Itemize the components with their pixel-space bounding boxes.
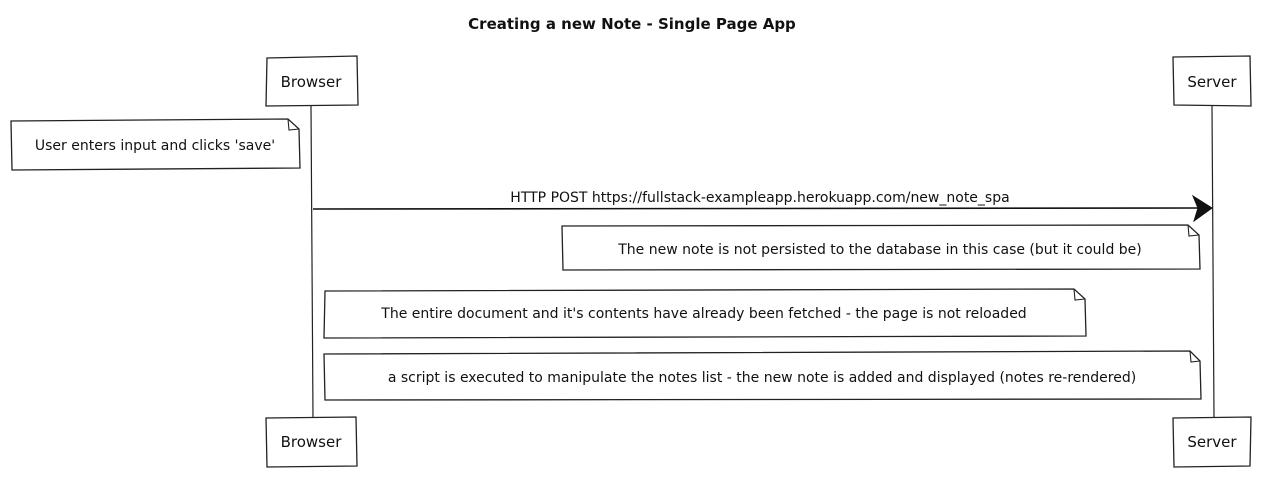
note-script-executed-text: a script is executed to manipulate the n… (388, 370, 1136, 386)
server-participant-top: Server (1172, 55, 1252, 107)
http-post-message: HTTP POST https://fullstack-exampleapp.h… (312, 190, 1213, 223)
browser-participant-top-label: Browser (281, 73, 343, 91)
note-already-fetched-text: The entire document and it's contents ha… (380, 306, 1026, 322)
http-post-message-label: HTTP POST https://fullstack-exampleapp.h… (510, 190, 1009, 206)
browser-participant-bottom-label: Browser (281, 433, 343, 451)
server-participant-bottom-label: Server (1187, 433, 1237, 451)
browser-lifeline (310, 105, 314, 419)
note-already-fetched: The entire document and it's contents ha… (323, 288, 1087, 339)
note-not-persisted-text: The new note is not persisted to the dat… (617, 242, 1142, 258)
browser-participant-top: Browser (265, 55, 359, 107)
note-not-persisted: The new note is not persisted to the dat… (561, 224, 1201, 271)
note-user-action: User enters input and clicks 'save' (10, 118, 301, 171)
http-post-arrow-line (312, 207, 1201, 210)
note-script-executed: a script is executed to manipulate the n… (323, 350, 1202, 401)
server-participant-bottom: Server (1172, 416, 1252, 468)
http-post-arrow-head (1191, 194, 1213, 223)
server-participant-top-label: Server (1187, 73, 1237, 91)
server-lifeline (1211, 105, 1215, 419)
browser-participant-bottom: Browser (265, 416, 358, 468)
note-user-action-text: User enters input and clicks 'save' (35, 138, 275, 154)
diagram-title: Creating a new Note - Single Page App (468, 15, 796, 33)
